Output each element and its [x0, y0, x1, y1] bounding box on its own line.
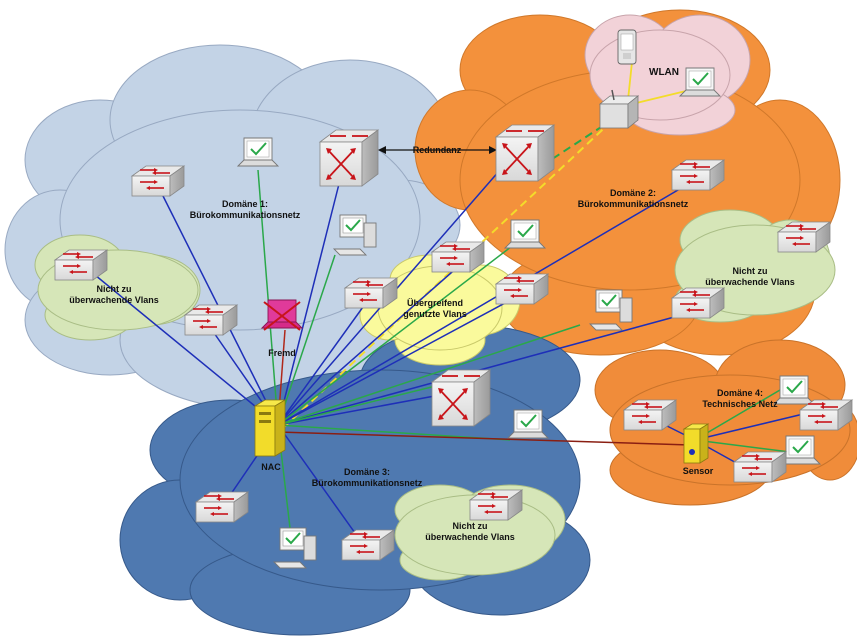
switch-icon	[341, 529, 395, 561]
unmonitored-label-3b: überwachende Vlans	[425, 532, 515, 542]
domain1-subtitle: Bürokommunikationsnetz	[190, 210, 301, 220]
unmonitored-label-1b: überwachende Vlans	[69, 295, 159, 305]
shared-vlan-label-1: Übergreifend	[407, 298, 463, 308]
switch-icon	[54, 249, 108, 281]
unmonitored-label-1a: Nicht zu	[97, 284, 132, 294]
domain1-title: Domäne 1:	[222, 199, 268, 209]
laptop-icon	[504, 219, 546, 249]
unmonitored-label-3a: Nicht zu	[453, 521, 488, 531]
domain3-title: Domäne 3:	[344, 467, 390, 477]
wlan-label: WLAN	[649, 67, 679, 78]
laptop-icon	[237, 137, 279, 167]
foreign-laptop-icon	[260, 299, 304, 331]
domain2-title: Domäne 2:	[610, 188, 656, 198]
switch-icon	[469, 489, 523, 521]
switch-icon	[495, 273, 549, 305]
sensor-icon	[682, 423, 710, 464]
switch-icon	[799, 399, 853, 431]
unmonitored-label-2b: überwachende Vlans	[705, 277, 795, 287]
nac-label: NAC	[261, 462, 281, 472]
sensor-label: Sensor	[683, 466, 714, 476]
switch-icon	[777, 221, 831, 253]
domain2-subtitle: Bürokommunikationsnetz	[578, 199, 689, 209]
pda-icon	[617, 29, 637, 65]
unmonitored-label-2a: Nicht zu	[733, 266, 768, 276]
shared-vlan-label-2: genutzte Vlans	[403, 309, 467, 319]
redundancy-label: Redundanz	[413, 145, 462, 155]
router-icon	[431, 369, 491, 427]
switch-icon	[733, 451, 787, 483]
foreign-device-label: Fremd	[268, 348, 296, 358]
laptop-icon	[773, 375, 815, 405]
router-icon	[319, 129, 379, 187]
switch-icon	[671, 159, 725, 191]
switch-icon	[184, 304, 238, 336]
laptop-icon	[679, 67, 721, 97]
switch-icon	[623, 399, 677, 431]
domain4-subtitle: Technisches Netz	[702, 399, 778, 409]
switch-icon	[671, 287, 725, 319]
laptop-icon	[507, 409, 549, 439]
switch-icon	[195, 491, 249, 523]
switch-icon	[431, 241, 485, 273]
nac-server-icon	[253, 399, 287, 457]
access-point-icon	[598, 89, 640, 129]
switch-icon	[131, 165, 185, 197]
domain3-subtitle: Bürokommunikationsnetz	[312, 478, 423, 488]
domain4-title: Domäne 4:	[717, 388, 763, 398]
switch-icon	[344, 277, 398, 309]
router-icon	[495, 124, 555, 182]
